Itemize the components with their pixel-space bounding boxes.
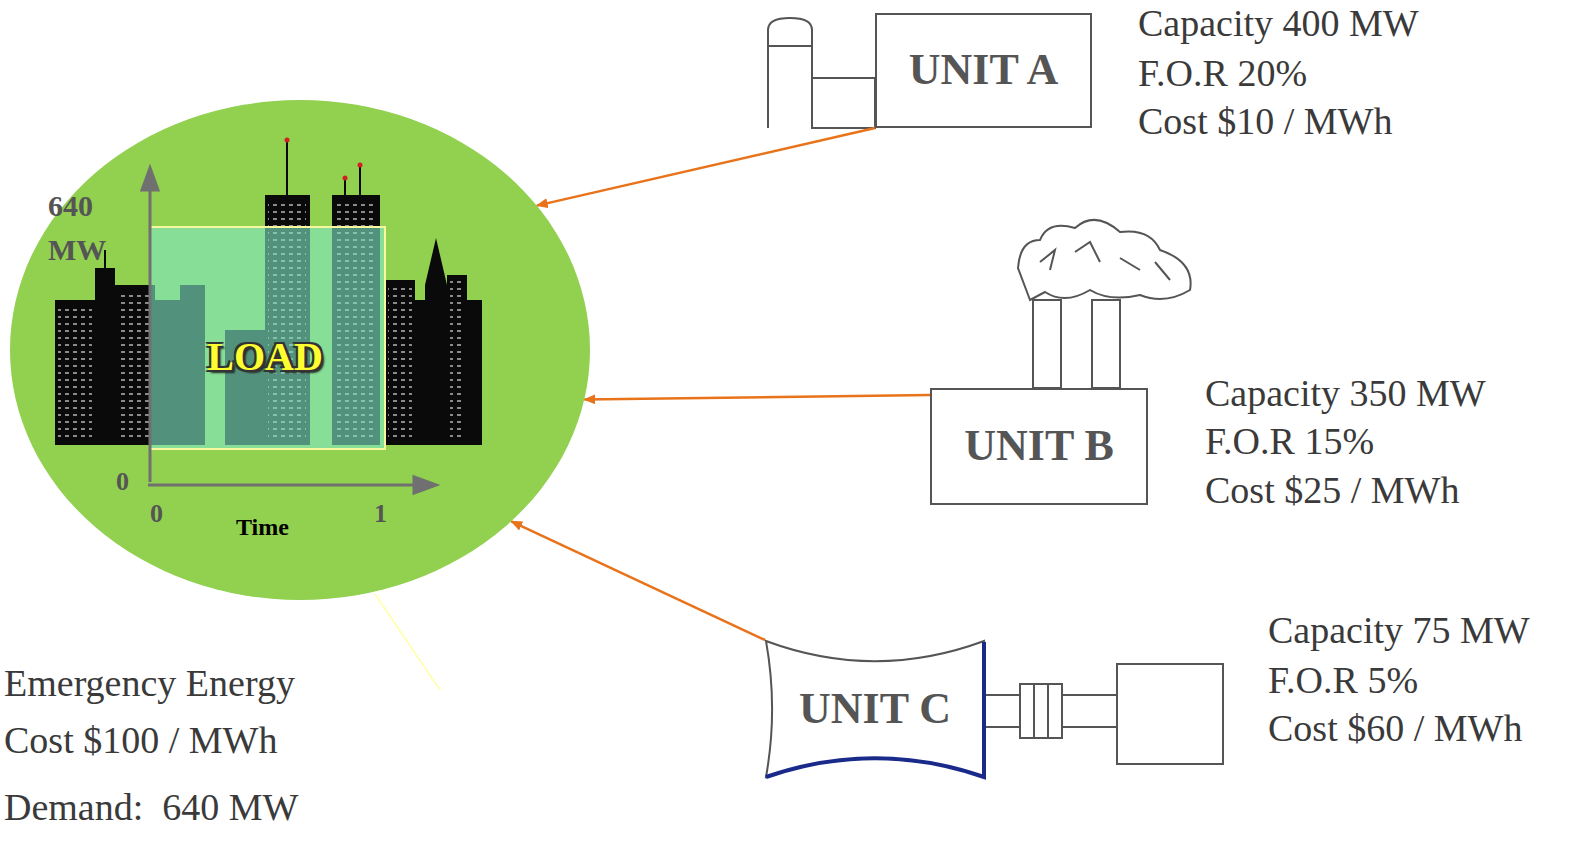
load-title: LOAD — [207, 335, 323, 379]
spec-text: F.O.R 15% — [1205, 422, 1374, 462]
unit-name: UNIT A — [909, 46, 1059, 94]
spec-text: F.O.R 20% — [1138, 54, 1307, 94]
unit-name: UNIT B — [964, 422, 1114, 470]
unit-box: UNIT A — [875, 13, 1092, 128]
unit-name: UNIT C — [799, 685, 951, 733]
spec-text: Cost $100 / MWh — [4, 721, 277, 761]
silo-icon — [768, 18, 875, 128]
smokestack-icon — [1018, 220, 1191, 388]
spec-text: Emergency Energy — [4, 664, 295, 704]
spec-text: Demand: 640 MW — [4, 788, 298, 828]
axis-label: 640 MW — [48, 184, 106, 271]
load-circle: LOAD — [10, 100, 590, 600]
turbine-unit: UNIT C — [765, 640, 985, 778]
spec-text: Capacity 400 MW — [1138, 4, 1419, 44]
axis-tick: 0 — [116, 468, 129, 495]
spec-text: Cost $10 / MWh — [1138, 102, 1392, 142]
generator-icon — [985, 664, 1223, 764]
spec-text: F.O.R 5% — [1268, 661, 1418, 701]
axis-tick: 1 — [374, 500, 387, 527]
supply-arrow — [584, 395, 930, 399]
leader-line — [375, 594, 440, 690]
spec-text: Capacity 350 MW — [1205, 374, 1486, 414]
supply-arrow — [537, 128, 875, 206]
unit-box: UNIT B — [930, 388, 1148, 505]
axis-tick: 0 — [150, 500, 163, 527]
spec-text: Cost $60 / MWh — [1268, 709, 1522, 749]
spec-text: Cost $25 / MWh — [1205, 471, 1459, 511]
axis-title: Time — [236, 515, 289, 540]
supply-arrow — [511, 521, 765, 640]
spec-text: Capacity 75 MW — [1268, 611, 1530, 651]
